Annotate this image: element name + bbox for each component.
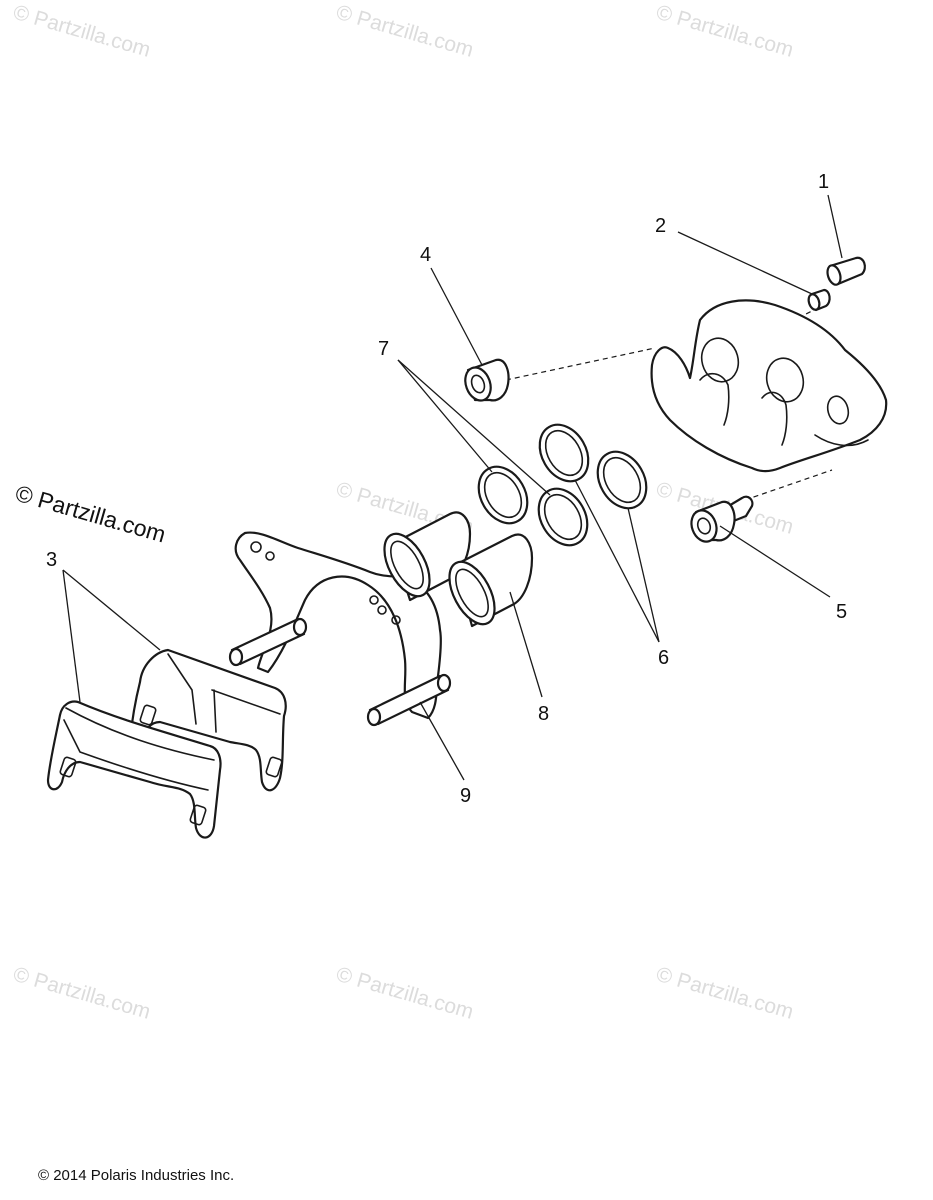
callout-2: 2 xyxy=(655,215,666,237)
callout-3: 3 xyxy=(46,549,57,571)
callout-6: 6 xyxy=(658,647,669,669)
callout-7: 7 xyxy=(378,338,389,360)
watermark-tile: © Partzilla.com xyxy=(11,963,153,1024)
watermark-tile: © Partzilla.com xyxy=(654,1,796,62)
callout-9: 9 xyxy=(460,785,471,807)
callout-4: 4 xyxy=(420,244,431,266)
watermark-tile: © Partzilla.com xyxy=(334,1,476,62)
bushing-part xyxy=(464,358,510,402)
watermark-tile: © Partzilla.com xyxy=(11,1,153,62)
watermark-tile: © Partzilla.com xyxy=(334,963,476,1024)
seal-ring-part xyxy=(596,450,648,510)
caliper-housing-part xyxy=(650,299,888,473)
watermark-brand: © Partzilla.com xyxy=(13,480,169,548)
copyright-text: © 2014 Polaris Industries Inc. xyxy=(38,1167,234,1184)
seal-ring-part xyxy=(477,465,529,525)
callout-5: 5 xyxy=(836,601,847,623)
callout-8: 8 xyxy=(538,703,549,725)
callout-labels: 1 2 3 4 5 6 7 8 9 xyxy=(46,171,847,807)
seal-ring-part xyxy=(538,423,590,483)
caliper-bolt-part xyxy=(690,495,754,543)
leader-lines xyxy=(62,194,843,781)
caliper-bracket-part xyxy=(228,531,452,727)
callout-1: 1 xyxy=(818,171,829,193)
alignment-lines xyxy=(505,307,833,501)
brake-pad-front-part xyxy=(46,700,222,839)
bleeder-screw-part xyxy=(826,256,866,286)
watermark-tile: © Partzilla.com xyxy=(654,963,796,1024)
seal-ring-part xyxy=(537,487,589,547)
